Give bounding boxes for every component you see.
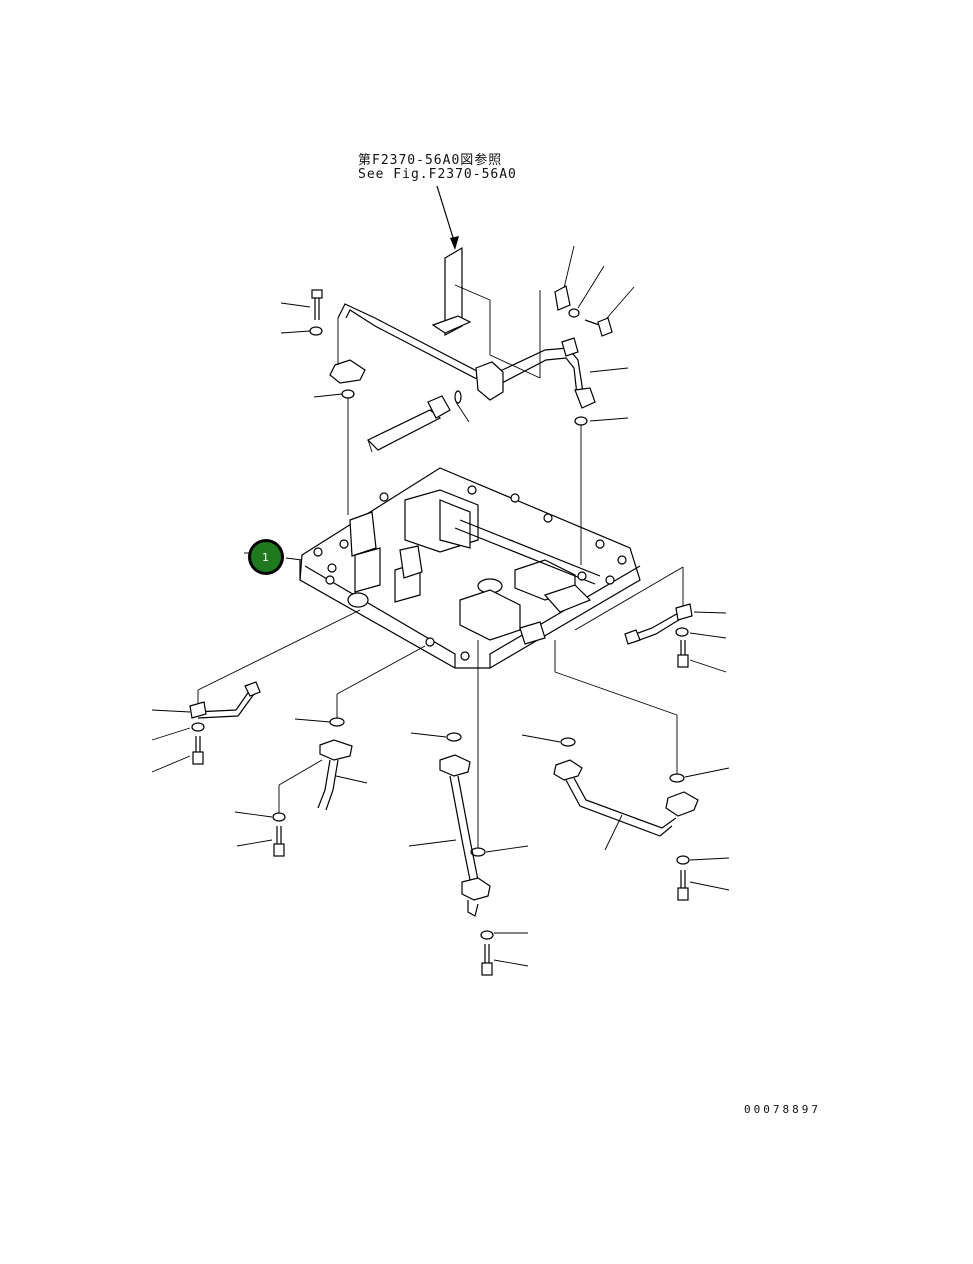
bolts [192,640,689,976]
reference-note-japanese: 第F2370-56A0図参照 [358,153,503,168]
upper-pipe [329,303,596,409]
reference-note-english: See Fig.F2370-56A0 [358,167,517,182]
callout-1[interactable]: 1 [248,539,284,575]
o-rings [191,389,690,940]
strainer-plug [366,390,462,453]
reference-arrow [436,185,459,250]
drawing-number: 00078897 [744,1103,821,1116]
tubes [189,603,699,917]
valve-body [299,467,641,669]
callout-1-label: 1 [262,551,269,564]
leader-lines [151,245,730,967]
assembly-lines [197,398,684,848]
bracket [431,246,541,379]
top-bolts [309,285,613,337]
